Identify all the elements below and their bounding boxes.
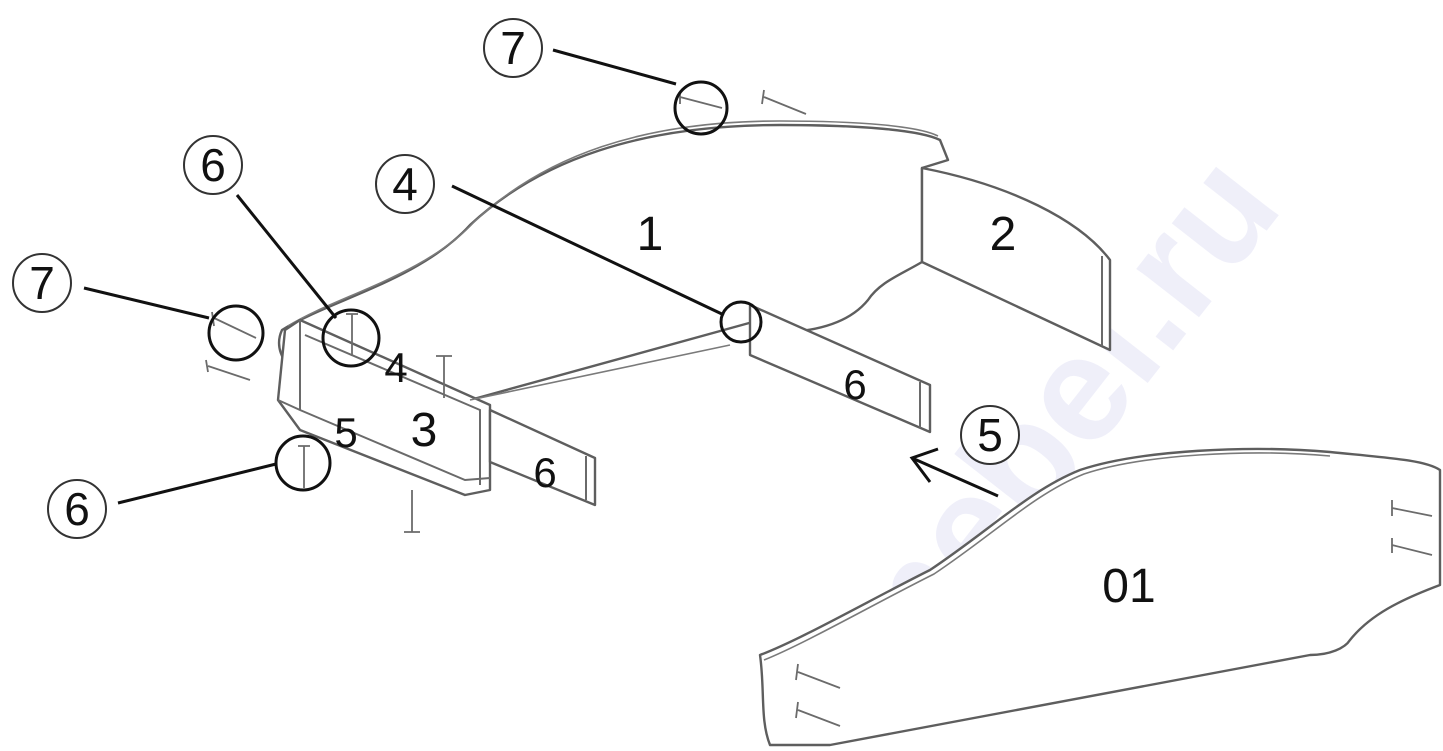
dowel bbox=[298, 445, 310, 488]
dowel bbox=[761, 89, 807, 115]
callout-circle bbox=[960, 405, 1020, 465]
side-panel-01 bbox=[758, 447, 1442, 747]
callout-number: 6 bbox=[64, 483, 90, 535]
callout-4: 4 bbox=[375, 154, 435, 214]
label-part-1: 1 bbox=[637, 208, 664, 261]
callout-number: 4 bbox=[392, 158, 418, 210]
side-panel-01-edge bbox=[763, 452, 1331, 661]
arrow-5-head bbox=[909, 447, 939, 483]
callout-circle bbox=[12, 253, 72, 313]
leader-6-lower bbox=[117, 462, 277, 505]
callout-7-top: 7 bbox=[483, 18, 543, 78]
front-box-3-inner-top bbox=[304, 334, 481, 485]
dowel bbox=[346, 313, 358, 356]
front-box-3 bbox=[276, 318, 492, 497]
callout-number: 7 bbox=[29, 257, 55, 309]
leader-7-top bbox=[552, 48, 677, 86]
dowel bbox=[211, 311, 257, 339]
dowels bbox=[205, 89, 1433, 727]
side-panel-1-edge bbox=[287, 120, 939, 327]
label-part-2: 2 bbox=[990, 208, 1017, 261]
back-panel-2 bbox=[920, 166, 1112, 352]
callout-number: 7 bbox=[500, 22, 526, 74]
callout-5-right: 5 bbox=[960, 405, 1020, 465]
detail-ring-left bbox=[207, 304, 265, 362]
callout-number: 5 bbox=[977, 409, 1003, 461]
callout-6-lower: 6 bbox=[47, 479, 107, 539]
callout-circle bbox=[183, 135, 243, 195]
dowel bbox=[795, 663, 841, 689]
callout-circle bbox=[375, 154, 435, 214]
callout-circle bbox=[483, 18, 543, 78]
callout-7-left: 7 bbox=[12, 253, 72, 313]
arrow-5-shaft bbox=[911, 456, 999, 498]
label-part-5-small: 5 bbox=[334, 409, 357, 456]
front-rail-6 bbox=[488, 408, 597, 507]
leader-7-left bbox=[83, 286, 210, 320]
detail-ring-upper bbox=[321, 308, 381, 368]
label-part-6-rail: 6 bbox=[843, 361, 866, 408]
detail-ring-middle bbox=[719, 300, 763, 344]
label-part-3: 3 bbox=[411, 404, 438, 457]
dowel bbox=[1391, 538, 1433, 556]
callout-6-upper: 6 bbox=[183, 135, 243, 195]
side-rail-6 bbox=[748, 303, 932, 434]
panel-1-bottom-line bbox=[469, 344, 731, 401]
dowel bbox=[795, 701, 841, 727]
callout-number: 6 bbox=[200, 139, 226, 191]
dowel bbox=[436, 355, 452, 398]
leader-4 bbox=[451, 184, 725, 317]
leader-6-upper bbox=[235, 194, 338, 319]
detail-ring-top bbox=[673, 80, 729, 136]
dowel bbox=[404, 490, 420, 533]
callout-circle bbox=[47, 479, 107, 539]
dowel bbox=[1391, 500, 1433, 517]
label-part-01: 01 bbox=[1102, 560, 1155, 613]
label-part-4-small: 4 bbox=[384, 344, 407, 391]
detail-ring-lower bbox=[274, 434, 332, 492]
label-part-6-front: 6 bbox=[533, 449, 556, 496]
dowel bbox=[679, 92, 723, 109]
dowel bbox=[205, 359, 251, 381]
front-box-3-bottom bbox=[277, 399, 491, 482]
